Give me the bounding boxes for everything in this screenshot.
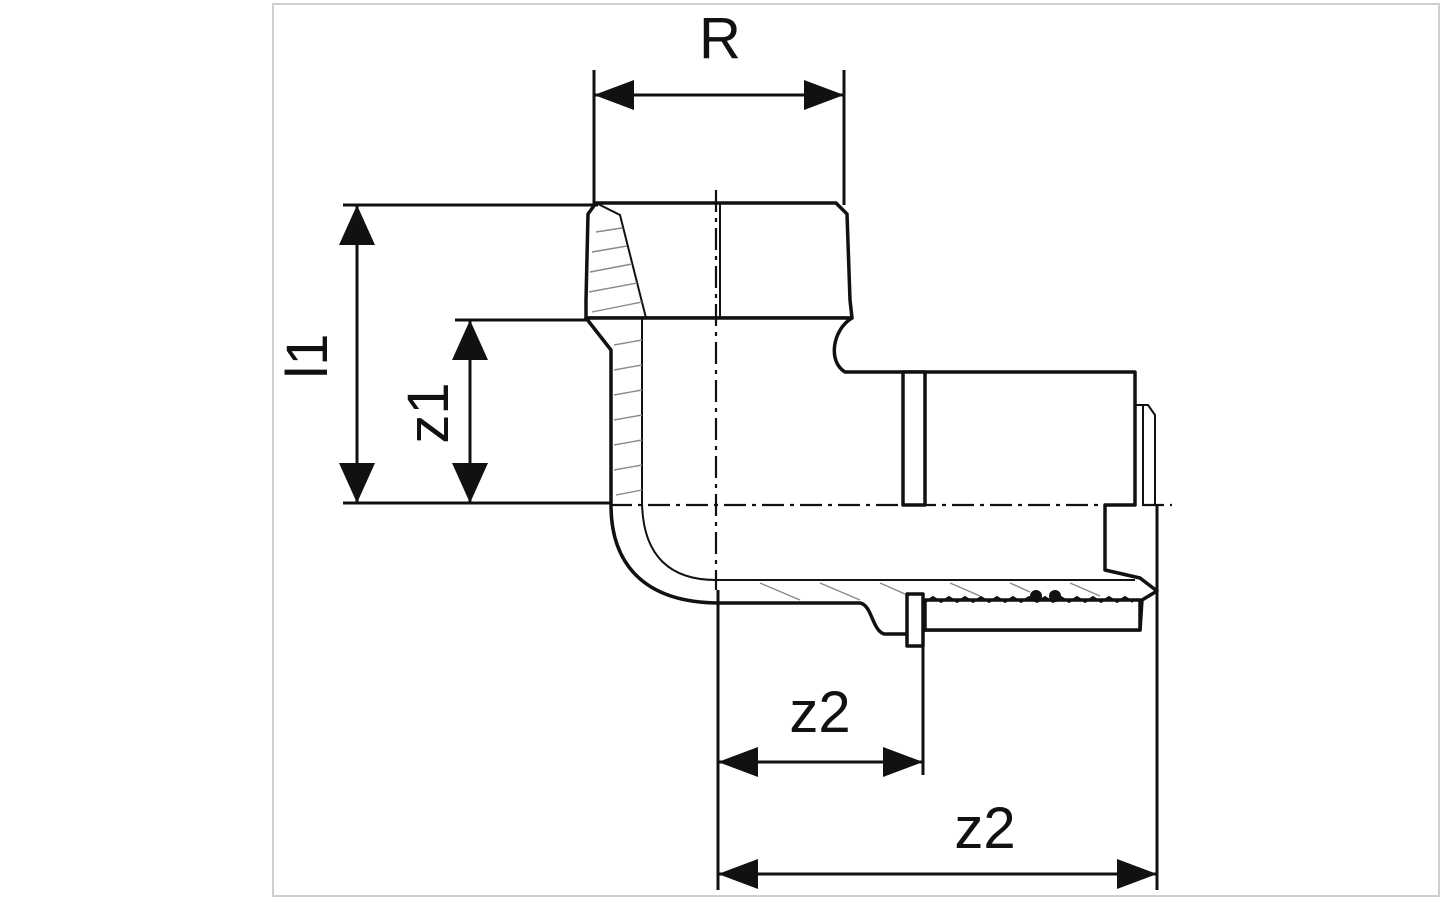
press-ring	[901, 370, 927, 507]
z1-label: z1	[396, 382, 461, 443]
z2-inner-arrow-left	[718, 747, 758, 777]
r-arrow-left	[594, 80, 634, 110]
grip-teeth	[924, 595, 1134, 604]
sealing-washer	[905, 592, 925, 648]
dimension-r: R	[592, 6, 846, 205]
z1-arrow-bottom	[452, 463, 488, 503]
inner-wall-curve	[641, 318, 1135, 581]
dimension-z2-inner: z2	[716, 590, 925, 890]
elbow-body	[584, 316, 1159, 636]
z1-arrow-top	[452, 320, 488, 360]
r-label: R	[699, 6, 741, 71]
z2-outer-arrow-right	[1117, 859, 1157, 889]
l1-arrow-bottom	[339, 463, 375, 503]
z2-inner-arrow-right	[883, 747, 923, 777]
section-hatching	[588, 227, 1101, 601]
fitting-body	[584, 201, 1159, 648]
z2-inner-label: z2	[789, 680, 850, 745]
pipe-end	[1135, 404, 1156, 505]
z2-outer-arrow-left	[718, 859, 758, 889]
z2-outer-label: z2	[954, 796, 1015, 861]
l1-arrow-top	[339, 205, 375, 245]
dimension-z2-outer: z2	[718, 505, 1159, 890]
thread-chamfer	[595, 202, 647, 319]
lower-sleeve	[923, 598, 1142, 632]
r-arrow-right	[804, 80, 844, 110]
dimension-l1: l1	[275, 203, 612, 505]
l1-label: l1	[275, 333, 340, 378]
dimension-z1: z1	[396, 318, 590, 503]
drawing-frame	[272, 3, 1440, 897]
